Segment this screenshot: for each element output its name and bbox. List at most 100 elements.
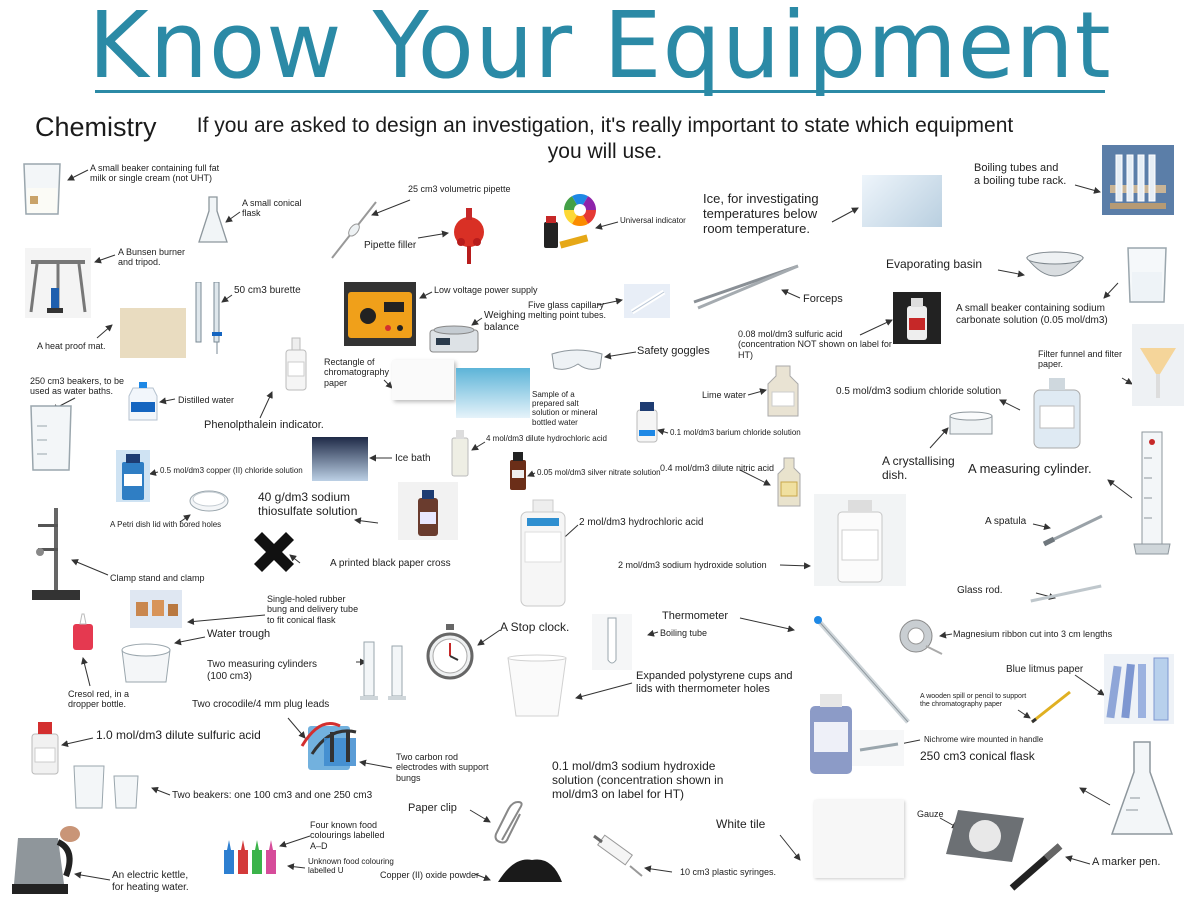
capillary-tubes-icon xyxy=(624,284,670,318)
blue-litmus-icon xyxy=(1104,654,1174,724)
volumetric-pipette-icon xyxy=(331,201,377,259)
evaporating-basin-icon xyxy=(1025,251,1085,277)
label-weighing-balance: Weighing balance xyxy=(484,310,526,333)
label-small-beaker-milk: A small beaker containing full fat milk … xyxy=(90,163,220,184)
two-cylinders-icon xyxy=(360,641,406,700)
pipette-filler-icon xyxy=(454,208,484,264)
copper-chloride-bottle-icon xyxy=(116,450,150,502)
salt-solution-picture xyxy=(456,368,530,418)
rubber-bung-icon xyxy=(130,590,182,628)
forceps-icon xyxy=(693,264,799,310)
label-carbon-electrodes: Two carbon rod electrodes with support b… xyxy=(396,752,489,783)
thermometer-icon xyxy=(814,616,910,724)
petri-dish-icon xyxy=(189,490,229,512)
label-paper-clip: Paper clip xyxy=(408,802,457,814)
label-water-trough: Water trough xyxy=(207,628,271,640)
label-food-colourings: Four known food colourings labelled A–D xyxy=(310,820,385,851)
label-forceps: Forceps xyxy=(803,293,843,305)
boiling-tube-icon xyxy=(592,614,632,670)
label-chromatography-paper: Rectangle of chromatography paper xyxy=(324,357,390,388)
magnesium-ribbon-icon xyxy=(899,619,943,655)
funnel-icon xyxy=(1140,348,1176,398)
label-crocodile-leads: Two crocodile/4 mm plug leads xyxy=(192,699,330,710)
label-heat-mat: A heat proof mat. xyxy=(37,341,106,351)
chromatography-paper-picture xyxy=(392,360,454,400)
spatula-icon xyxy=(1042,514,1103,547)
label-marker-pen: A marker pen. xyxy=(1092,856,1161,868)
label-crystallising-dish: A crystallising dish. xyxy=(882,454,955,482)
sulfuric-acid-bottle-icon xyxy=(893,292,941,344)
label-sodium-thiosulfate: 40 g/dm3 sodium thiosulfate solution xyxy=(258,490,358,518)
boiling-tube-rack-icon xyxy=(1102,145,1174,215)
label-sodium-chloride: 0.5 mol/dm3 sodium chloride solution xyxy=(836,386,1002,397)
hcl-4-bottle-icon xyxy=(451,430,469,477)
label-capillary: Five glass capillary melting point tubes… xyxy=(528,300,607,321)
label-black-cross: A printed black paper cross xyxy=(330,558,451,569)
heat-proof-mat-picture xyxy=(120,308,186,358)
measuring-cylinder-icon xyxy=(1133,431,1171,555)
label-bunsen: A Bunsen burner and tripod. xyxy=(118,247,186,268)
label-pipette-filler: Pipette filler xyxy=(364,240,417,251)
label-burette: 50 cm3 burette xyxy=(234,285,301,296)
hcl-2-bottle-icon xyxy=(520,499,566,607)
label-gauze: Gauze xyxy=(917,809,944,819)
conical-flask-small-icon xyxy=(198,196,228,243)
beaker-sodium-carbonate-icon xyxy=(1127,247,1167,303)
gauze-icon xyxy=(946,810,1024,862)
label-copper-chloride: 0.5 mol/dm3 copper (II) chloride solutio… xyxy=(160,466,303,475)
label-sodium-hydroxide-01: 0.1 mol/dm3 sodium hydroxide solution (c… xyxy=(552,759,724,801)
sodium-hydroxide-01-bottle-icon xyxy=(810,694,852,774)
label-evaporating-basin: Evaporating basin xyxy=(886,257,983,271)
polystyrene-cup-icon xyxy=(507,654,567,717)
label-measuring-cylinder: A measuring cylinder. xyxy=(968,461,1092,476)
label-two-beakers: Two beakers: one 100 cm3 and one 250 cm3 xyxy=(172,790,373,801)
nitric-acid-bottle-icon xyxy=(777,457,801,507)
ice-bath-picture xyxy=(312,437,368,481)
label-salt-solution: Sample of a prepared salt solution or mi… xyxy=(532,390,598,427)
label-copper-oxide: Copper (II) oxide powder xyxy=(380,870,480,880)
clamp-stand-icon xyxy=(32,508,80,600)
conical-flask-250-icon xyxy=(1110,741,1174,835)
weighing-balance-icon xyxy=(429,325,479,353)
ice-cubes-picture xyxy=(862,175,942,227)
label-sulfuric-1: 1.0 mol/dm3 dilute sulfuric acid xyxy=(96,728,261,742)
label-hcl-4: 4 mol/dm3 dilute hydrochloric acid xyxy=(486,434,607,443)
safety-goggles-icon xyxy=(551,349,603,370)
label-safety-goggles: Safety goggles xyxy=(637,345,710,357)
white-tile-picture xyxy=(814,800,904,878)
label-magnesium-ribbon: Magnesium ribbon cut into 3 cm lengths xyxy=(953,629,1113,639)
kettle-icon xyxy=(12,826,80,894)
label-beakers-250: 250 cm3 beakers, to be used as water bat… xyxy=(30,376,125,397)
sulfuric-1-bottle-icon xyxy=(31,722,59,775)
sodium-chloride-bottle-icon xyxy=(1033,378,1081,449)
marker-pen-icon xyxy=(1009,843,1063,891)
label-syringes: 10 cm3 plastic syringes. xyxy=(680,867,777,877)
two-beakers-icon xyxy=(73,765,139,809)
phenolphthalein-bottle-icon xyxy=(285,337,307,391)
label-distilled-water: Distilled water xyxy=(178,395,235,405)
label-wooden-spill: A wooden spill or pencil to support the … xyxy=(920,693,1027,709)
intro-text: If you are asked to design an investigat… xyxy=(196,114,1014,163)
label-nitric-acid: 0.4 mol/dm3 dilute nitric acid xyxy=(660,463,775,473)
bunsen-tripod-icon xyxy=(25,248,91,318)
label-cresol-red: Cresol red, in a dropper bottle. xyxy=(68,689,130,710)
silver-nitrate-bottle-icon xyxy=(510,452,526,490)
sodium-hydroxide-2-bottle-icon xyxy=(814,494,906,586)
label-two-cylinders: Two measuring cylinders (100 cm3) xyxy=(207,659,318,682)
sodium-thiosulfate-bottle-icon xyxy=(398,482,458,540)
label-polystyrene-cups: Expanded polystyrene cups and lids with … xyxy=(636,670,793,695)
subtitle: Chemistry xyxy=(35,112,157,142)
power-supply-icon xyxy=(344,282,416,346)
page-title: Know Your Equipment xyxy=(88,0,1112,99)
label-kettle: An electric kettle, for heating water. xyxy=(112,870,189,893)
label-hcl-2: 2 mol/dm3 hydrochloric acid xyxy=(579,517,704,528)
nichrome-wire-icon xyxy=(852,730,904,766)
burette-icon xyxy=(195,282,222,354)
syringe-icon xyxy=(593,834,643,877)
label-thermometer: Thermometer xyxy=(662,610,729,622)
label-unknown-colouring: Unknown food colouring labelled U xyxy=(308,857,394,876)
label-glass-rod: Glass rod. xyxy=(957,585,1003,596)
carbon-electrodes-icon xyxy=(324,732,356,766)
black-cross-icon xyxy=(254,532,294,572)
